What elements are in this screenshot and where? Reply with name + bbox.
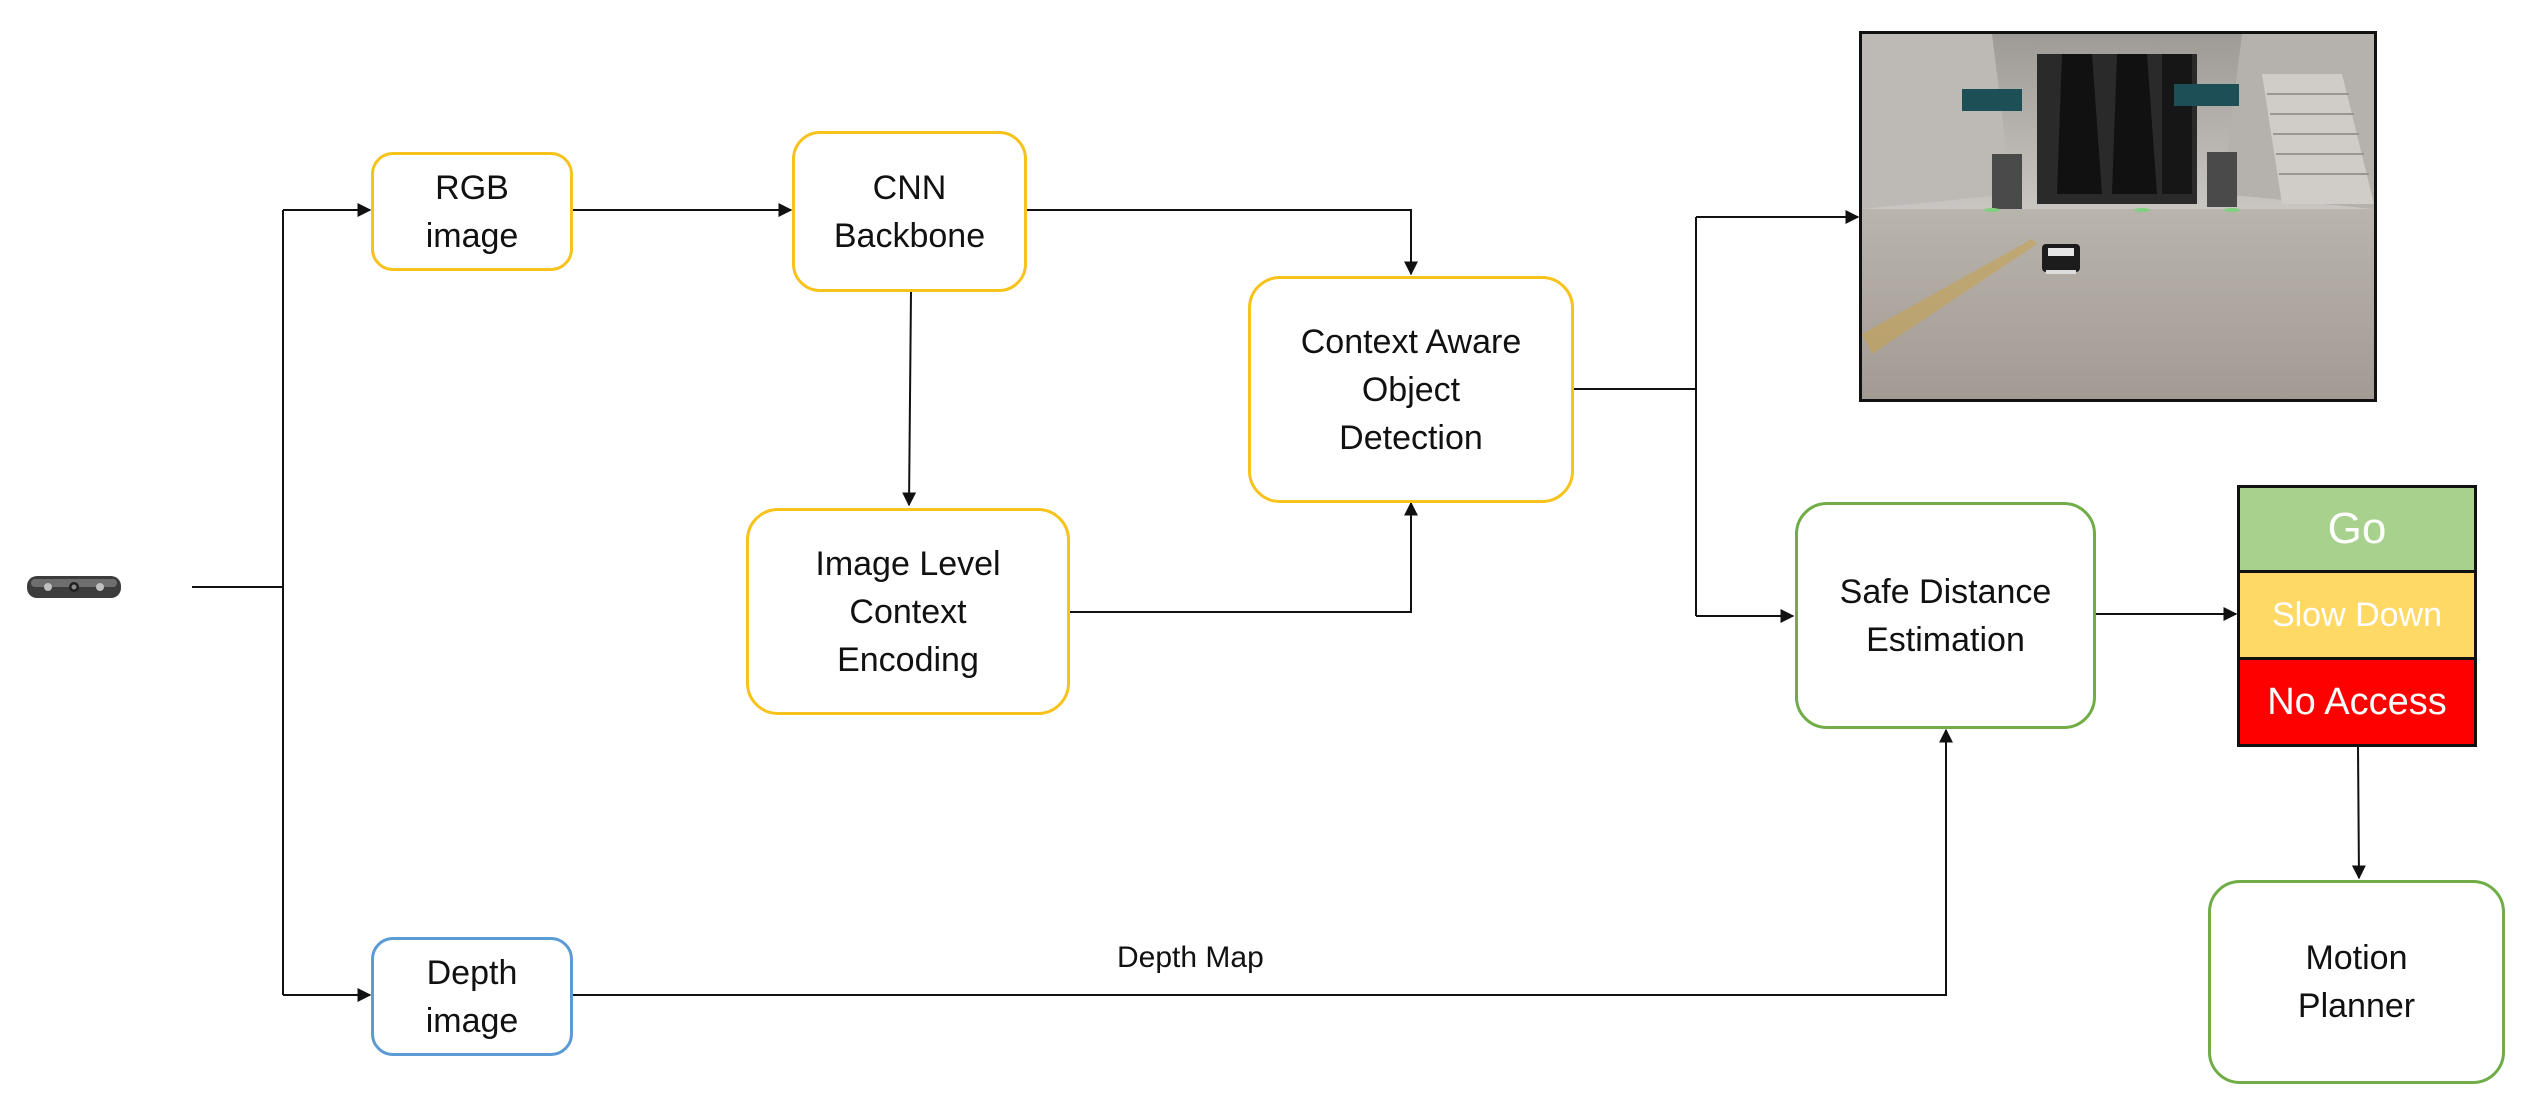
safe-distance-node: Safe Distance Estimation <box>1795 502 2096 729</box>
motion-planner-label: Motion Planner <box>2297 939 2416 1025</box>
context-aware-detection-label: Context Aware Object Detection <box>1300 322 1522 457</box>
status-go: Go <box>2240 488 2474 570</box>
edge-context-encoding-to-detection <box>1070 501 1418 613</box>
status-slow-down-label: Slow Down <box>2271 595 2443 634</box>
rgb-image-label: RGB image <box>425 168 519 255</box>
rgb-image-node: RGB image <box>371 152 573 271</box>
depth-camera-icon <box>27 576 121 598</box>
status-no-access-label: No Access <box>2267 680 2447 723</box>
status-slow-down: Slow Down <box>2240 573 2474 657</box>
depth-map-label: Depth Map <box>1117 941 1264 974</box>
status-go-label: Go <box>2327 504 2387 553</box>
cnn-backbone-label: CNN Backbone <box>833 168 986 255</box>
image-context-encoding-label: Image Level Context Encoding <box>815 544 1001 679</box>
depth-image-node: Depth image <box>371 937 573 1056</box>
edge-cnn-to-detection <box>1027 209 1418 276</box>
depth-image-label: Depth image <box>425 953 519 1040</box>
edge-cnn-to-context-encoding <box>902 291 917 507</box>
cnn-backbone-node: CNN Backbone <box>792 131 1027 292</box>
status-no-access: No Access <box>2240 660 2474 744</box>
motion-planner-node: Motion Planner <box>2208 880 2505 1084</box>
concourse-scene-drawing <box>1862 34 2374 399</box>
edge-depth-map <box>573 728 1953 996</box>
station-concourse-photo <box>1859 31 2377 402</box>
context-aware-detection-node: Context Aware Object Detection <box>1248 276 1574 503</box>
safe-distance-label: Safe Distance Estimation <box>1839 572 2052 659</box>
edge-status-to-planner <box>2351 746 2366 880</box>
image-context-encoding-node: Image Level Context Encoding <box>746 508 1070 715</box>
